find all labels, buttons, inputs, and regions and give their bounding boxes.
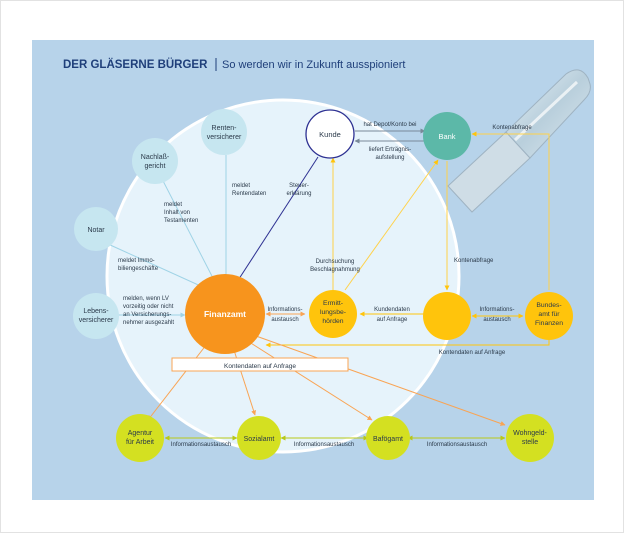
label-kontendaten-right: Kontendaten auf Anfrage: [439, 350, 506, 356]
node-wohngeld-line1: Wohngeld-: [513, 430, 547, 437]
label-rentendaten-2: Rentendaten: [232, 191, 266, 197]
label-info-bottom-1: Informationsaustausch: [171, 442, 231, 448]
label-steuer-2: erklärung: [286, 191, 311, 197]
label-kontenabfrage-mid: Kontenabfrage: [454, 258, 494, 264]
label-kundendaten-2: auf Anfrage: [377, 317, 408, 323]
node-finanzamt: Finanzamt: [185, 274, 265, 354]
label-testamente-3: Testamenten: [164, 218, 198, 224]
node-bank-label: Bank: [438, 132, 455, 141]
node-rentenversicherer: Renten- versicherer: [201, 109, 247, 155]
node-agentur: Agentur für Arbeit: [116, 414, 164, 462]
label-testamente-1: meldet: [164, 202, 182, 208]
label-rentendaten-1: meldet: [232, 183, 250, 189]
diagram-subtitle: So werden wir in Zukunft ausspioniert: [222, 59, 405, 71]
label-info-2a: Informations-: [479, 307, 514, 313]
node-lebensversicherer: Lebens- versicherer: [73, 293, 119, 339]
node-bafoegamt: Bafögamt: [366, 416, 410, 460]
label-lv-3: an Versicherungs-: [123, 312, 171, 318]
node-bafoegamt-label: Bafögamt: [373, 436, 403, 443]
node-nachlassgericht-line2: gericht: [144, 163, 165, 170]
node-ermittlung-line1: Ermitt-: [323, 300, 343, 307]
label-info-1a: Informations-: [267, 307, 302, 313]
kontendaten-box-label: Kontendaten auf Anfrage: [224, 363, 296, 370]
label-info-1b: austausch: [271, 317, 298, 323]
node-ermittlung-line2: lungsbe-: [320, 309, 346, 316]
node-bank: Bank: [423, 112, 471, 160]
node-lebensversicherer-line2: versicherer: [79, 317, 114, 324]
label-lv-2: vorzeitig oder nicht: [123, 304, 174, 310]
node-kunde-label: Kunde: [319, 130, 341, 139]
node-bundesamt-line1: Bundes-: [536, 302, 561, 309]
node-notar: Notar: [74, 207, 118, 251]
label-testamente-2: Inhalt von: [164, 210, 190, 216]
label-liefert-1: liefert Erträgnis-: [369, 147, 411, 153]
node-ermittlung-line3: hörden: [322, 318, 343, 325]
label-lv-1: melden, wenn LV: [123, 296, 169, 302]
node-bundesamt-line2: amt für: [538, 311, 560, 318]
node-bundesamt-line3: Finanzen: [535, 320, 563, 327]
edge-labels: hat Depot/Konto bei liefert Erträgnis- a…: [118, 122, 532, 448]
label-hat-depot: hat Depot/Konto bei: [363, 122, 416, 128]
label-durchsuchung-2: Beschlagnahmung: [310, 267, 360, 273]
label-immo-1: meldet Immo-: [118, 258, 155, 264]
node-nachlassgericht: Nachlaß- gericht: [132, 138, 178, 184]
label-lv-4: nehmer ausgezahlt: [123, 320, 174, 326]
node-wohngeldstelle: Wohngeld- stelle: [506, 414, 554, 462]
arrow-lines: [107, 128, 550, 441]
label-info-bottom-3: Informationsaustausch: [427, 442, 487, 448]
node-lebensversicherer-line1: Lebens-: [83, 308, 109, 315]
node-wohngeld-line2: stelle: [522, 439, 538, 446]
node-bundesamt: Bundes- amt für Finanzen: [525, 292, 573, 340]
node-agentur-line2: für Arbeit: [126, 439, 154, 446]
node-rentenversicherer-line2: versicherer: [207, 134, 242, 141]
label-steuer-1: Steuer-: [289, 183, 309, 189]
label-kundendaten-1: Kundendaten: [374, 307, 410, 313]
label-durchsuchung-1: Durchsuchung: [316, 259, 355, 265]
node-bank-data: [423, 292, 471, 340]
node-kunde: Kunde: [305, 109, 355, 159]
diagram-title: DER GLÄSERNE BÜRGER: [63, 58, 208, 71]
label-liefert-2: aufstellung: [375, 155, 404, 161]
magnifier-handle-icon: [447, 69, 591, 213]
node-rentenversicherer-line1: Renten-: [212, 125, 238, 132]
node-sozialamt: Sozialamt: [237, 416, 281, 460]
label-immo-2: biliengeschäfte: [118, 266, 159, 272]
node-nachlassgericht-line1: Nachlaß-: [141, 154, 170, 161]
label-info-bottom-2: Informationsaustausch: [294, 442, 354, 448]
node-notar-label: Notar: [87, 227, 105, 234]
node-ermittlungsbehoerden: Ermitt- lungsbe- hörden: [309, 290, 357, 338]
node-finanzamt-label: Finanzamt: [204, 309, 246, 319]
node-sozialamt-label: Sozialamt: [244, 436, 275, 443]
kontendaten-box: [171, 357, 349, 372]
label-kontenabfrage-top: Kontenabfrage: [492, 125, 532, 131]
node-agentur-line1: Agentur: [128, 430, 153, 437]
label-info-2b: austausch: [483, 317, 510, 323]
